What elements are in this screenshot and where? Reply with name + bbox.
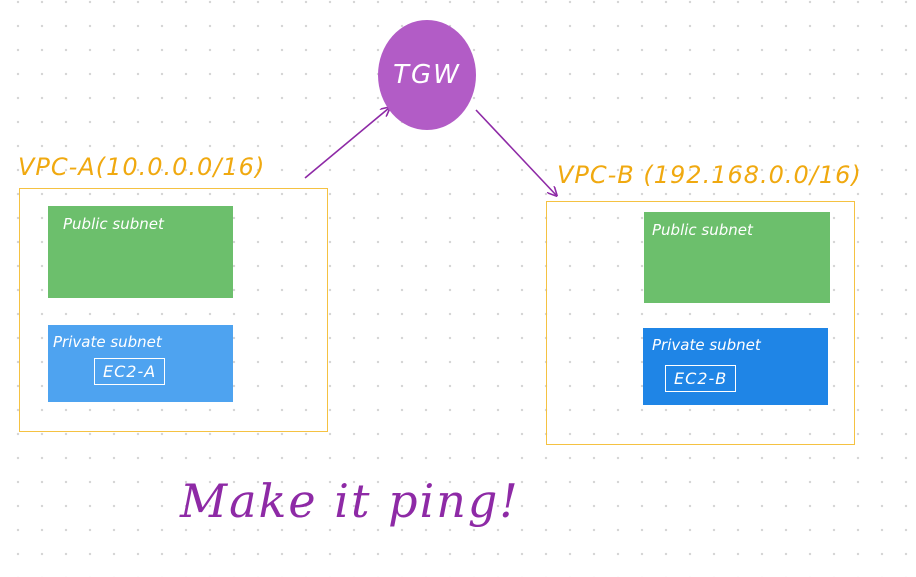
tgw-node: TGW bbox=[378, 20, 476, 130]
vpc-b-label: VPC-B (192.168.0.0/16) bbox=[557, 161, 862, 189]
ec2-a-instance: EC2-A bbox=[94, 358, 166, 385]
vpc-b-public-subnet-label: Public subnet bbox=[652, 221, 753, 239]
vpc-b-box bbox=[546, 201, 855, 445]
arrow-tgw-to-vpc-b bbox=[475, 109, 556, 195]
vpc-a-box bbox=[19, 188, 328, 432]
vpc-a-private-subnet: Private subnet EC2-A bbox=[48, 325, 233, 402]
vpc-a-label: VPC-A(10.0.0.0/16) bbox=[18, 153, 266, 181]
vpc-b-private-subnet-label: Private subnet bbox=[652, 336, 761, 354]
vpc-a-public-subnet-label: Public subnet bbox=[63, 215, 164, 233]
vpc-b-public-subnet: Public subnet bbox=[644, 212, 830, 303]
ec2-b-instance: EC2-B bbox=[665, 365, 737, 392]
caption-text: Make it ping! bbox=[180, 474, 520, 528]
tgw-label: TGW bbox=[393, 60, 461, 90]
vpc-a-private-subnet-label: Private subnet bbox=[53, 333, 162, 351]
vpc-b-private-subnet: Private subnet EC2-B bbox=[643, 328, 828, 405]
vpc-a-public-subnet: Public subnet bbox=[48, 206, 233, 298]
arrow-vpc-a-to-tgw bbox=[304, 108, 389, 179]
